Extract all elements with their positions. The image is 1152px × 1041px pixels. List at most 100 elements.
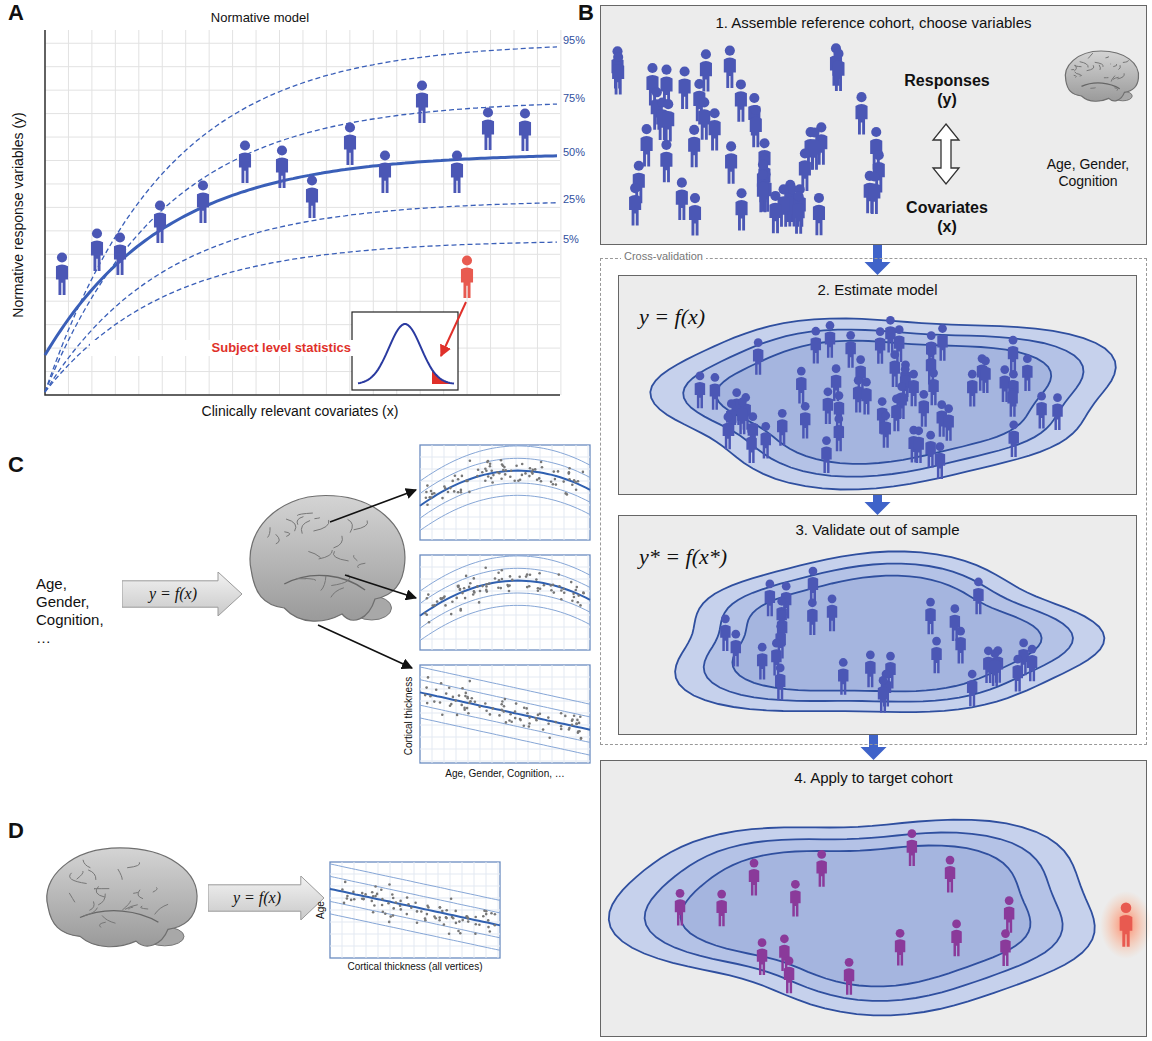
data-point <box>463 707 466 710</box>
grid-line <box>420 567 590 568</box>
person-icon <box>919 390 929 427</box>
data-point <box>469 680 472 683</box>
person-icon <box>276 145 288 187</box>
distribution-contour <box>645 833 1063 1001</box>
sulcus-line <box>305 578 316 580</box>
data-point <box>454 474 457 477</box>
data-point <box>568 471 571 474</box>
data-point <box>425 686 428 689</box>
grid-line <box>330 946 500 947</box>
data-point <box>465 480 468 483</box>
person-icon <box>689 193 701 235</box>
data-point <box>457 478 460 481</box>
data-point <box>568 467 571 470</box>
grid-line <box>560 30 561 395</box>
person-icon <box>765 580 775 617</box>
data-point <box>548 736 551 739</box>
data-point <box>459 589 462 592</box>
data-point <box>526 712 529 715</box>
data-point <box>478 923 481 926</box>
person-icon <box>720 614 730 651</box>
grid-line <box>420 457 590 458</box>
percentile-label: 50% <box>563 146 585 159</box>
data-point <box>539 588 542 591</box>
data-point <box>407 903 410 906</box>
person-icon <box>980 356 990 393</box>
data-point <box>455 597 458 600</box>
person-icon <box>861 378 871 415</box>
plot-frame <box>420 445 590 540</box>
data-point <box>464 597 467 600</box>
person-icon <box>1008 336 1018 373</box>
data-point <box>484 480 487 483</box>
percentile-label: 25% <box>563 193 585 206</box>
data-point <box>532 469 535 472</box>
sulcus-line <box>102 915 116 923</box>
data-point <box>566 493 569 496</box>
data-point <box>433 604 436 607</box>
data-point <box>504 473 507 476</box>
person-icon <box>1052 393 1062 430</box>
grid-line <box>45 137 560 138</box>
data-point <box>498 579 501 582</box>
person-icon <box>761 422 771 459</box>
chart-title: Normative model <box>185 10 335 26</box>
data-point <box>575 589 578 592</box>
grid-line <box>420 761 590 762</box>
person-icon <box>1013 655 1023 692</box>
function-label: y = f(x) <box>233 889 281 907</box>
data-point <box>543 584 546 587</box>
distribution-contour <box>683 330 1083 477</box>
data-point <box>498 714 501 717</box>
sulcus-line <box>1110 63 1112 64</box>
grid-line <box>420 701 590 702</box>
data-point <box>521 463 524 466</box>
sulcus-line <box>1104 77 1108 78</box>
group-label: Cross-validation <box>621 250 706 263</box>
plot-frame <box>420 665 590 763</box>
person-icon <box>808 567 818 604</box>
brain-outline <box>1065 51 1138 101</box>
flow-arrow-shaft <box>873 245 882 263</box>
data-point <box>429 695 432 698</box>
data-point <box>392 907 395 910</box>
person-icon <box>834 415 844 452</box>
person-icon <box>943 404 953 441</box>
sulcus-line <box>314 518 319 519</box>
data-point <box>346 895 349 898</box>
data-point <box>492 474 495 477</box>
data-point <box>466 707 469 710</box>
grid-line <box>537 30 538 395</box>
data-point <box>536 478 539 481</box>
data-point <box>399 905 402 908</box>
data-point <box>430 496 433 499</box>
data-point <box>571 484 574 487</box>
person-icon <box>737 397 747 434</box>
data-point <box>519 718 522 721</box>
data-point <box>582 591 585 594</box>
tail-area <box>432 370 454 384</box>
data-point <box>464 695 467 698</box>
data-point <box>477 469 480 472</box>
data-point <box>523 725 526 728</box>
grid-line <box>420 505 590 506</box>
data-point <box>426 904 429 907</box>
grid-line <box>45 207 560 208</box>
person-icon <box>845 331 855 368</box>
person-icon <box>724 46 736 88</box>
data-point <box>374 885 377 888</box>
data-point <box>431 493 434 496</box>
grid-line <box>420 579 590 580</box>
percentile-curve <box>420 483 590 518</box>
grid-line <box>420 469 590 470</box>
data-point <box>535 578 538 581</box>
sulcus-line <box>319 550 333 559</box>
axis-label: Age <box>315 901 327 919</box>
person-icon <box>825 321 835 358</box>
sulcus-line <box>1099 65 1100 70</box>
normative-chart <box>45 30 561 395</box>
data-point <box>384 913 387 916</box>
data-point <box>468 702 471 705</box>
grid-line <box>420 677 590 678</box>
data-point <box>568 478 571 481</box>
